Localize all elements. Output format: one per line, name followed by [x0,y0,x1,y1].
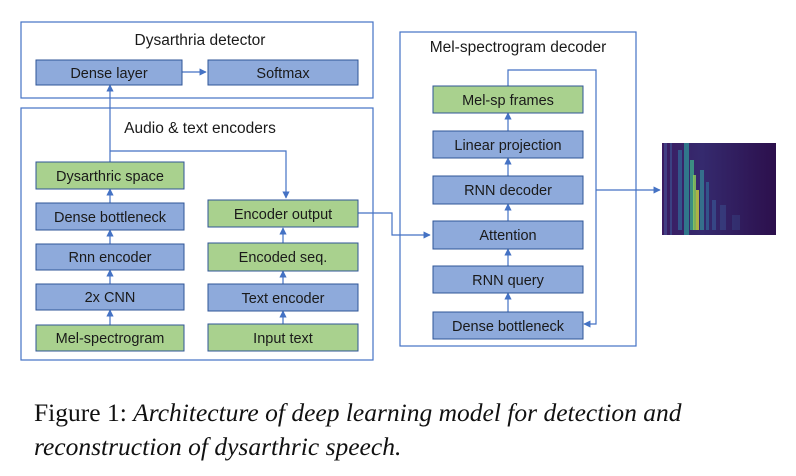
box-attention-label: Attention [479,228,536,244]
caption-prefix: Figure 1: [34,398,127,427]
box-rnn-query: RNN query [432,265,584,294]
arrow-space-to-encoder-output [110,150,290,199]
box-dense-layer-label: Dense layer [70,66,148,82]
box-mel-sp-frames-label: Mel-sp frames [462,93,554,109]
box-encoder-output-label: Encoder output [234,207,332,223]
figure-caption: Figure 1: Architecture of deep learning … [34,396,784,464]
box-mel-sp-frames: Mel-sp frames [432,85,584,114]
box-dense-bottleneck-decoder-label: Dense bottleneck [452,319,565,335]
box-softmax-label: Softmax [256,66,310,82]
box-encoded-seq-label: Encoded seq. [239,250,328,266]
box-rnn-encoder: Rnn encoder [35,243,185,271]
box-dense-bottleneck-encoder-label: Dense bottleneck [54,210,167,226]
encoders-title: Audio & text encoders [124,120,276,137]
spectrogram-image [662,143,776,235]
box-softmax: Softmax [207,59,359,86]
box-dense-bottleneck-encoder: Dense bottleneck [35,202,185,231]
arrow-output-to-attention [358,212,431,239]
box-dysarthric-space-label: Dysarthric space [56,169,164,185]
box-input-text-label: Input text [253,331,313,347]
box-rnn-decoder: RNN decoder [432,175,584,205]
box-2x-cnn-label: 2x CNN [85,290,136,306]
box-dysarthric-space: Dysarthric space [35,161,185,190]
box-encoded-seq: Encoded seq. [207,242,359,272]
box-dense-layer: Dense layer [35,59,183,86]
decoder-group [399,31,637,347]
box-text-encoder-label: Text encoder [241,291,324,307]
detector-title: Dysarthria detector [135,32,266,49]
box-linear-projection-label: Linear projection [454,138,561,154]
caption-body: Architecture of deep learning model for … [34,398,682,461]
box-2x-cnn: 2x CNN [35,283,185,311]
box-input-text: Input text [207,323,359,352]
decoder-title: Mel-spectrogram decoder [430,39,607,56]
architecture-diagram: Dysarthria detector Audio & text encoder… [20,21,776,361]
arrow-frames-feedback [507,69,597,328]
encoders-group [20,107,374,361]
box-rnn-decoder-label: RNN decoder [464,183,552,199]
box-mel-spectrogram: Mel-spectrogram [35,324,185,352]
box-attention: Attention [432,220,584,250]
box-linear-projection: Linear projection [432,130,584,159]
box-encoder-output: Encoder output [207,199,359,228]
box-dense-bottleneck-decoder: Dense bottleneck [432,311,584,340]
box-rnn-query-label: RNN query [472,273,544,289]
box-text-encoder: Text encoder [207,283,359,312]
detector-group [20,21,374,99]
box-mel-spectrogram-label: Mel-spectrogram [56,331,165,347]
box-rnn-encoder-label: Rnn encoder [68,250,151,266]
connectors [106,68,661,328]
